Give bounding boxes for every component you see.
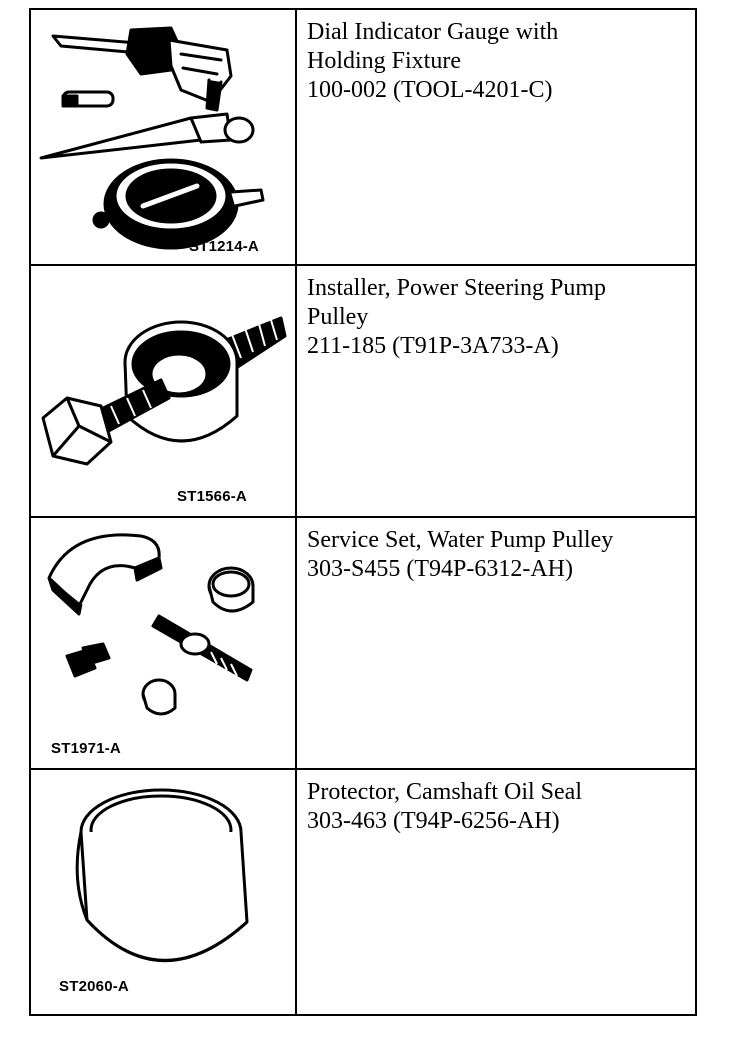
- tool-name-line: Service Set, Water Pump Pulley: [307, 527, 614, 553]
- tool-description: Service Set, Water Pump Pulley 303-S455 …: [307, 526, 687, 584]
- tool-description: Protector, Camshaft Oil Seal 303-463 (T9…: [307, 778, 687, 836]
- tool-name-line: Installer, Power Steering Pump: [307, 275, 606, 301]
- tool-number-line: 100-002 (TOOL-4201-C): [307, 77, 553, 103]
- art-id-label: ST2060-A: [59, 978, 129, 995]
- special-tools-table: ST1214-A Dial Indicator Gauge with Holdi…: [29, 8, 697, 1016]
- tool-row: ST1971-A Service Set, Water Pump Pulley …: [31, 518, 695, 770]
- tool-row: ST2060-A Protector, Camshaft Oil Seal 30…: [31, 770, 695, 1014]
- water-pump-service-set-icon: [47, 533, 255, 716]
- tool-description: Dial Indicator Gauge with Holding Fixtur…: [307, 18, 687, 105]
- tool-illustration-cell: ST2060-A: [31, 770, 297, 1014]
- art-id-label: ST1566-A: [177, 488, 247, 505]
- tool-number-line: 303-S455 (T94P-6312-AH): [307, 556, 573, 582]
- tool-number-line: 211-185 (T91P-3A733-A): [307, 333, 559, 359]
- tool-illustration-cell: ST1971-A: [31, 518, 297, 768]
- tool-name-line: Protector, Camshaft Oil Seal: [307, 779, 582, 805]
- tool-row: ST1566-A Installer, Power Steering Pump …: [31, 266, 695, 518]
- tool-row: ST1214-A Dial Indicator Gauge with Holdi…: [31, 10, 695, 266]
- dial-indicator-gauge-icon: [39, 26, 265, 250]
- art-id-label: ST1971-A: [51, 740, 121, 757]
- tool-description: Installer, Power Steering Pump Pulley 21…: [307, 274, 687, 361]
- tool-name-line: Dial Indicator Gauge with: [307, 19, 559, 45]
- tool-name-line: Holding Fixture: [307, 48, 461, 74]
- tool-illustration-cell: ST1566-A: [31, 266, 297, 516]
- tool-name-line: Pulley: [307, 304, 369, 330]
- tool-number-line: 303-463 (T94P-6256-AH): [307, 808, 560, 834]
- art-id-label: ST1214-A: [189, 238, 259, 255]
- pulley-installer-icon: [41, 316, 287, 466]
- oil-seal-protector-icon: [75, 788, 249, 962]
- tool-illustration-cell: ST1214-A: [31, 10, 297, 264]
